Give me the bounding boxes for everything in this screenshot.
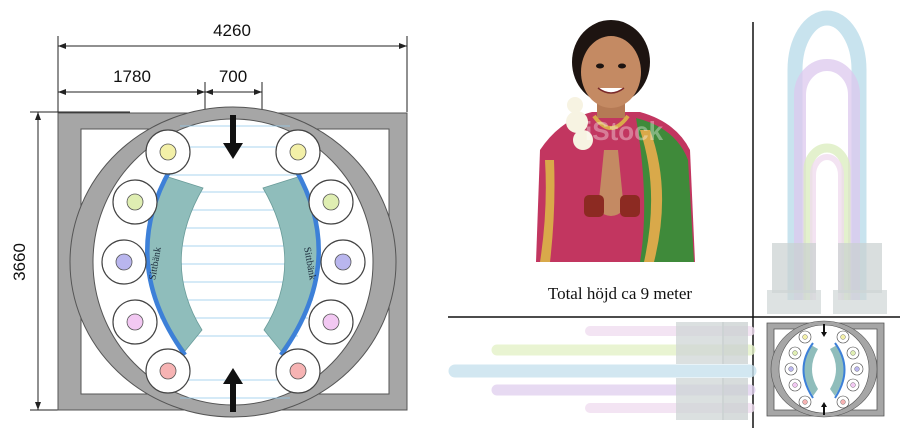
seat-left-1: [145, 129, 191, 175]
woman-photo: iStock: [529, 20, 697, 262]
mini-seat-left-2: [788, 346, 802, 360]
seat-left-4: [112, 299, 158, 345]
height-caption: Total höjd ca 9 meter: [548, 284, 693, 303]
mini-seat-right-1: [836, 330, 850, 344]
total-width-label: 4260: [213, 21, 251, 40]
seat-left-2: [112, 179, 158, 225]
mini-seat-left-3: [784, 362, 798, 376]
total-height-label: 3660: [10, 243, 29, 281]
mini-seat-left-5: [798, 395, 812, 409]
seat-right-1: [275, 129, 321, 175]
left-wall-width-label: 1780: [113, 67, 151, 86]
mini-seat-right-2: [846, 346, 860, 360]
seat-right-2: [308, 179, 354, 225]
quadrant-separators: [448, 22, 900, 428]
main-floor-plan: 4260 1780 700 3660: [10, 21, 408, 418]
top-arrow: [223, 115, 243, 159]
elevation-arches: [787, 10, 867, 300]
left-bench: Sittbänk: [145, 168, 204, 357]
mini-floor-plan: [766, 320, 885, 418]
left-seat-circles: [101, 129, 191, 394]
seat-right-5: [275, 348, 321, 394]
entrance-arrows: [223, 115, 243, 412]
mini-seat-left-4: [788, 378, 802, 392]
mini-entrance-arrows: [821, 324, 827, 415]
mini-seat-left-1: [798, 330, 812, 344]
elevation-wall-blocks: [767, 243, 887, 314]
dimension-arrowheads: [35, 43, 407, 410]
opening-width-label: 700: [219, 67, 247, 86]
seat-left-3: [101, 239, 147, 285]
right-bench: Sittbänk: [262, 168, 321, 357]
seat-right-3: [320, 239, 366, 285]
side-elevation-blocks: [676, 322, 748, 420]
bottom-arrow: [223, 368, 243, 412]
mini-seat-right-4: [846, 378, 860, 392]
mini-seat-right-3: [850, 362, 864, 376]
right-seat-circles: [275, 129, 366, 394]
seat-right-4: [308, 299, 354, 345]
photo-watermark: iStock: [585, 116, 664, 146]
mini-seat-circles: [784, 330, 864, 409]
mini-seat-right-5: [836, 395, 850, 409]
seat-left-5: [145, 348, 191, 394]
